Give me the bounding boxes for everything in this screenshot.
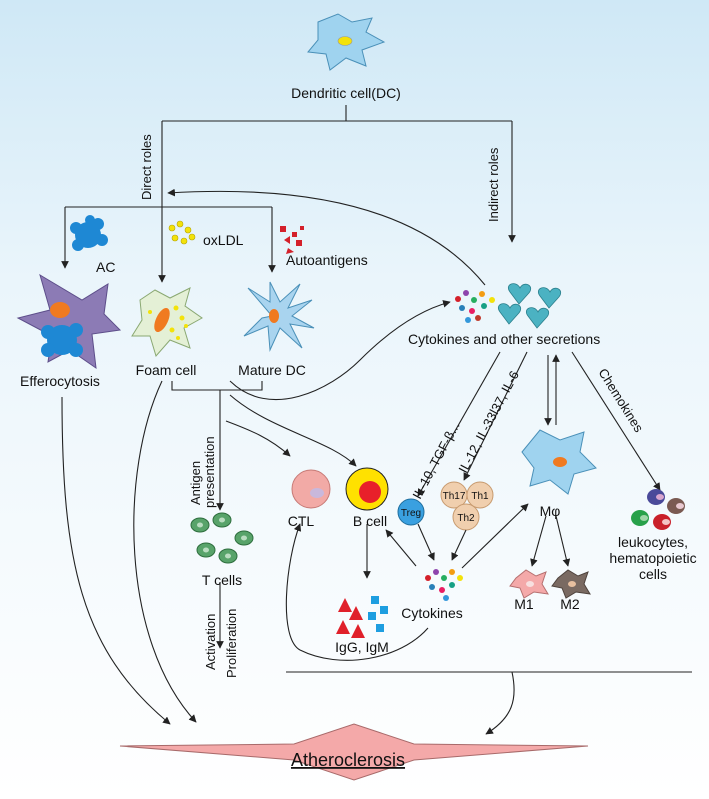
secretion-granules-icon [498,283,562,329]
leukocytes-label-1: leukocytes, [618,534,688,550]
th1-label: Th1 [471,491,489,502]
m2-icon [551,569,591,599]
th17-label: Th17 [443,491,466,502]
cytokine-dots-icon [455,290,495,323]
igg-label: IgG, IgM [335,639,389,655]
m2-label: M2 [560,596,580,612]
leukocytes-icon [631,489,685,530]
antigen-label-1: Antigen [188,461,203,505]
direct-roles-label: Direct roles [139,134,154,200]
cytokines-label: Cytokines [401,605,462,621]
t-cells-icon [190,512,254,564]
cytokine-network-arrows [285,503,692,735]
indirect-roles-label: Indirect roles [486,147,501,222]
oxldl-icon [168,220,196,245]
mature-dc-icon [243,281,315,352]
pathway-arrows [229,300,661,497]
leukocytes-label-2: hematopoietic [609,550,696,566]
m1-icon [509,569,549,599]
ctl-icon [291,469,331,509]
foam-cell-label: Foam cell [136,362,197,378]
treg-label: Treg [401,508,421,519]
antigen-lines [171,381,357,649]
mature-dc-label: Mature DC [238,362,306,378]
antigen-label-2: presentation [202,436,217,508]
autoantigens-icon [280,226,304,254]
outcome-arrows [61,380,197,725]
leukocytes-label-3: cells [639,566,667,582]
dendritic-cell-label: Dendritic cell(DC) [291,85,401,101]
igg-icon [336,596,388,638]
cytokines-cluster-icon [425,569,463,601]
ac-icon [70,215,108,251]
cytokines-secretions-label: Cytokines and other secretions [408,331,600,347]
th-cells-icon [440,481,494,531]
th2-label: Th2 [457,513,475,524]
branch-lines [61,105,516,286]
treg-icon [397,498,425,526]
oxldl-label: oxLDL [203,232,244,248]
activation-label: Activation [203,614,218,670]
atherosclerosis-label: Atheroclerosis [291,750,405,770]
macrophage-label: Mφ [540,503,561,519]
efferocytosis-label: Efferocytosis [20,373,100,389]
ac-label: AC [96,259,115,275]
foam-cell-icon [131,287,203,358]
b-cell-label: B cell [353,513,387,529]
dendritic-cell-icon [307,13,386,71]
autoantigens-label: Autoantigens [286,252,368,268]
m1-label: M1 [514,596,534,612]
b-cell-icon [345,467,389,511]
atherosclerosis-banner [119,723,589,781]
ctl-label: CTL [288,513,315,529]
efferocytosis-icon [16,273,122,370]
t-cells-label: T cells [202,572,242,588]
proliferation-label: Proliferation [224,609,239,678]
macrophage-icon [521,429,597,495]
